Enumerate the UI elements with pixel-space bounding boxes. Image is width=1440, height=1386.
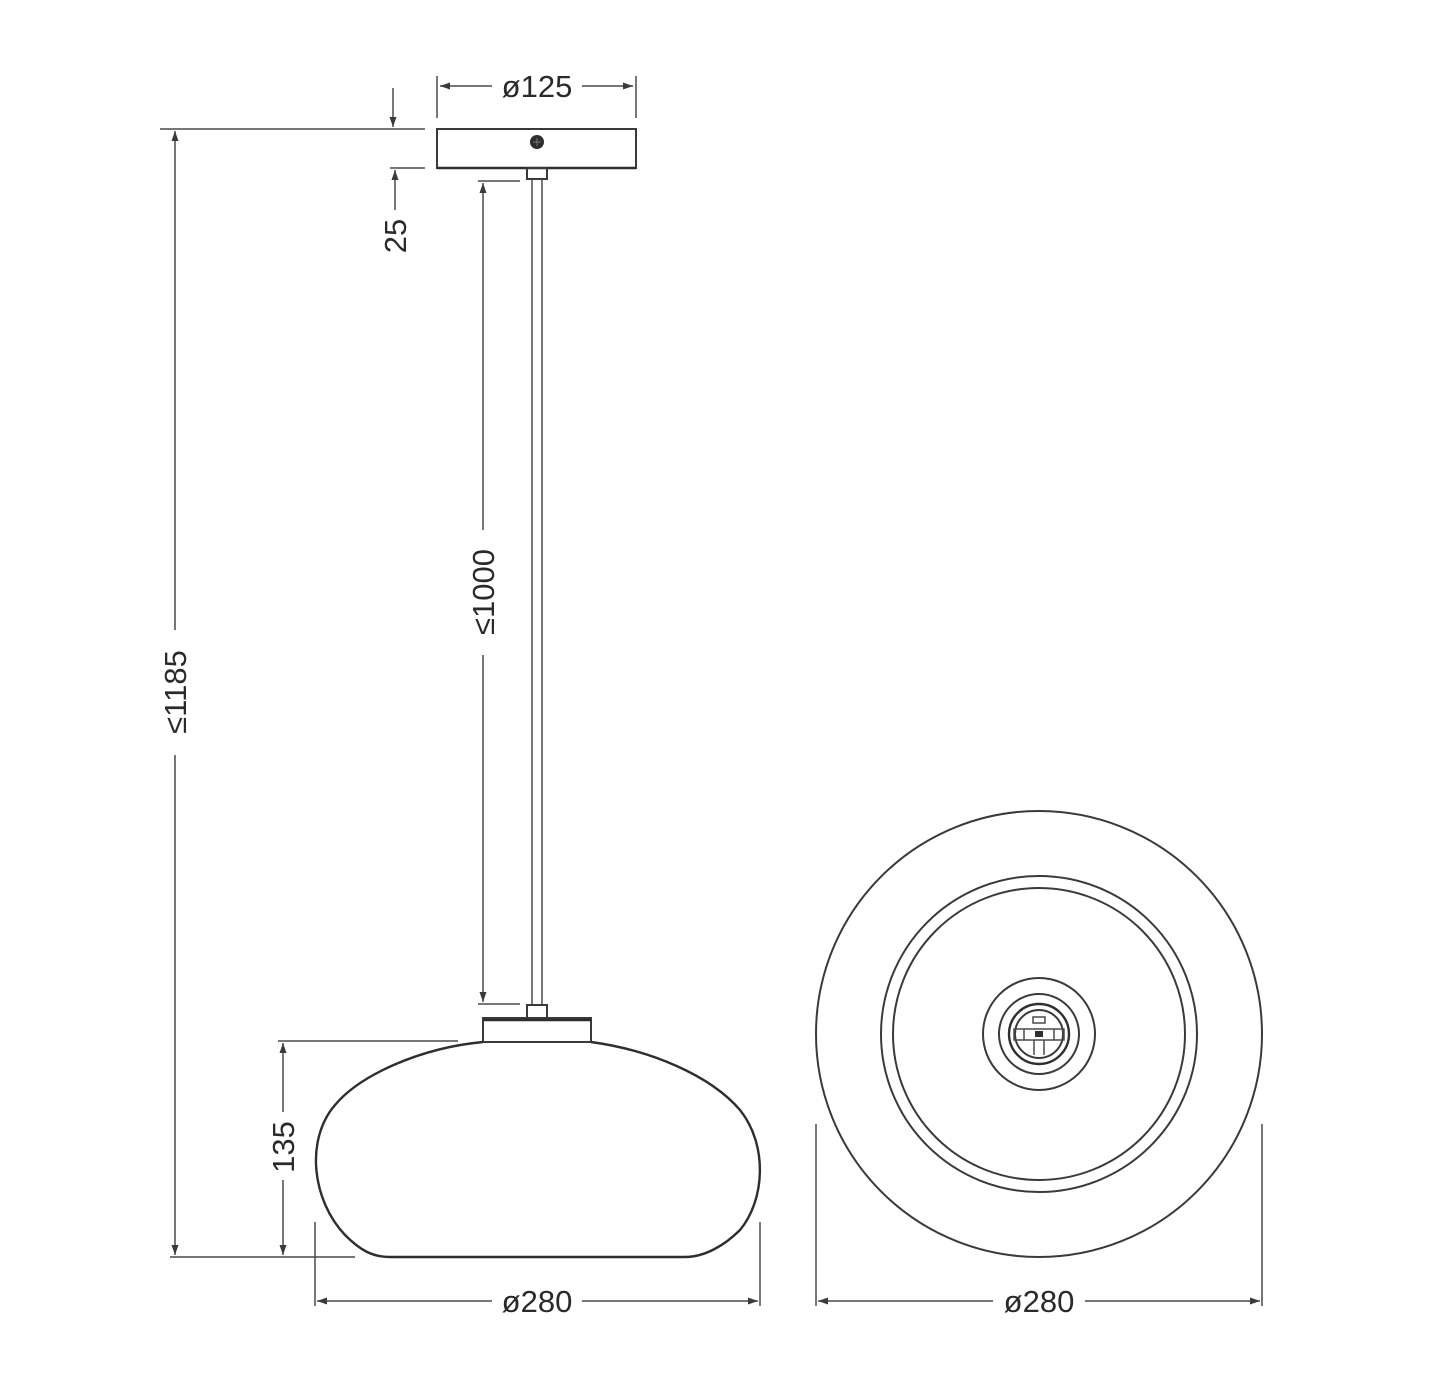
dimension-canopy-diameter: ø125 [436, 69, 637, 118]
bottom-view: ø280 [815, 810, 1263, 1319]
bottom-shade-diameter-label: ø280 [1004, 1284, 1075, 1319]
lamp-socket-icon [998, 993, 1080, 1075]
dimension-shade-height: 135 [266, 1040, 458, 1255]
glass-shade [314, 1040, 762, 1259]
dimension-overall-height: ≤1185 [158, 131, 355, 1258]
side-shade-diameter-label: ø280 [502, 1284, 573, 1319]
canopy-diameter-label: ø125 [502, 69, 573, 104]
cable-length-label: ≤1000 [466, 549, 501, 635]
dimension-cable-length: ≤1000 [466, 180, 520, 1005]
overall-height-label: ≤1185 [158, 650, 193, 734]
canopy [436, 128, 637, 180]
canopy-height-label: 25 [378, 219, 413, 253]
dimension-side-shade-diameter: ø280 [314, 1222, 761, 1319]
dimension-bottom-shade-diameter: ø280 [815, 1124, 1263, 1319]
shade-height-label: 135 [266, 1121, 301, 1173]
shade-cap [482, 1004, 592, 1043]
shade-opening-outer-circle [880, 875, 1198, 1193]
shade-outer-circle [815, 810, 1263, 1258]
cap-circle [982, 977, 1096, 1091]
suspension-cable [531, 179, 543, 1005]
side-view: ø125 25 ≤1000 ≤1185 [158, 69, 762, 1319]
dimension-canopy-height: 25 [160, 88, 425, 253]
shade-opening-inner-circle [892, 887, 1186, 1181]
